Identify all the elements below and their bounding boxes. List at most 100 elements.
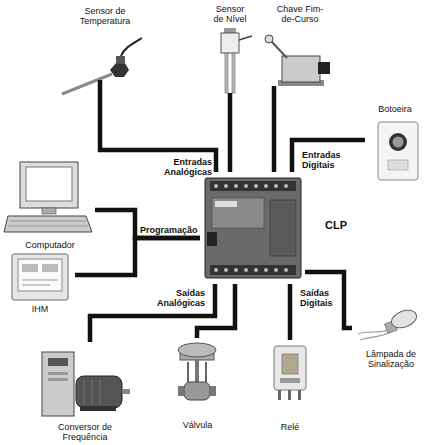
plc-terminal-strip <box>210 181 296 191</box>
plc-screw <box>244 184 248 188</box>
device-caption: Computador <box>5 240 95 250</box>
valve-node: Válvula <box>170 338 225 430</box>
keyboard-row <box>8 226 88 227</box>
relay-icon <box>274 346 306 400</box>
hmi-panel <box>12 254 68 300</box>
signal-wire <box>228 104 233 172</box>
signal-group-label: Saídas Digitais <box>300 288 340 308</box>
lamp-bulb <box>389 307 419 331</box>
plc-front-panel <box>212 198 264 228</box>
plc-screw <box>264 184 268 188</box>
button-panel <box>378 122 418 180</box>
device-caption: Relé <box>265 422 315 432</box>
relay-case <box>274 346 306 390</box>
plc-screw <box>214 184 218 188</box>
plc-screw <box>224 268 228 272</box>
plc-screw <box>264 268 268 272</box>
relay-pin <box>278 390 281 400</box>
plc-screw <box>274 268 278 272</box>
device-caption: Válvula <box>170 420 225 430</box>
plc-screw <box>214 268 218 272</box>
device-caption: Botoeira <box>365 104 425 114</box>
switch-body <box>282 56 320 82</box>
device-caption: IHM <box>15 304 65 314</box>
motor-fin <box>100 380 101 404</box>
drive-node: Conversor de Frequência <box>35 342 135 442</box>
monitor-frame <box>20 162 78 208</box>
computer-icon <box>4 162 92 232</box>
sensor-cable <box>239 36 252 40</box>
hmi-icon <box>12 254 68 300</box>
valve-yoke <box>188 362 206 382</box>
plc-heading: CLP <box>325 219 347 231</box>
button-plate <box>388 160 408 170</box>
sensor-body <box>221 33 239 53</box>
drive-vent <box>48 378 68 381</box>
signal-group-label: Programação <box>140 225 198 235</box>
plc-screw <box>254 184 258 188</box>
button-node: Botoeira <box>365 104 425 184</box>
sensor-node: Sensor de Nível <box>205 4 255 104</box>
level-sensor-icon <box>221 28 252 104</box>
motor-fin <box>92 380 93 404</box>
motor-fin <box>84 380 85 404</box>
lamp-lead <box>360 332 390 340</box>
valve-flange <box>210 386 216 396</box>
signal-lamp-icon <box>358 307 419 340</box>
button-cap <box>393 137 404 148</box>
valve-icon <box>178 343 216 400</box>
device-caption: Sensor de Temperatura <box>78 6 133 26</box>
signal-wire <box>292 140 365 172</box>
sensor-prong <box>232 53 235 93</box>
signal-wire <box>75 238 200 275</box>
monitor-screen <box>26 167 72 201</box>
plc-screw <box>234 268 238 272</box>
relay-pin <box>288 390 291 400</box>
monitor-stand <box>42 208 56 214</box>
plc-icon <box>205 178 301 278</box>
valve-stem <box>195 360 199 382</box>
relay-pin <box>298 390 301 400</box>
computer-node: Computador <box>5 158 95 250</box>
plc-body <box>205 178 301 278</box>
valve-diaphragm <box>178 343 216 357</box>
frequency-converter-icon <box>42 352 130 416</box>
hmi-widget <box>22 285 50 286</box>
drive-display <box>48 358 68 366</box>
sensor-cable <box>121 38 142 56</box>
relay-coil <box>282 354 298 374</box>
device-caption: Sensor de Nível <box>211 4 249 24</box>
plc-screw <box>284 268 288 272</box>
hmi-node: IHM <box>5 252 75 314</box>
sensor-node: Sensor de Temperatura <box>55 6 155 96</box>
valve-body <box>184 382 210 400</box>
temperature-sensor-icon <box>62 38 142 96</box>
lamp-node: Lâmpada de Sinalização <box>352 305 430 369</box>
plc-screw <box>284 184 288 188</box>
wire-stub <box>228 93 233 104</box>
push-button-icon <box>378 122 418 180</box>
relay-node: Relé <box>265 340 315 432</box>
drive-vent <box>48 372 68 375</box>
sensor-head <box>110 63 129 77</box>
switch-connector <box>318 62 330 74</box>
plc-port <box>207 232 217 246</box>
plc-terminal-strip <box>210 265 296 275</box>
plc-logo-plate <box>215 201 237 207</box>
wire-stub <box>272 86 277 96</box>
hmi-screen <box>18 259 62 291</box>
device-caption: Conversor de Frequência <box>56 422 114 442</box>
sensor-prong <box>225 53 228 93</box>
signal-group-label: Saídas Analógicas <box>150 288 205 308</box>
signal-wire <box>288 284 293 340</box>
button-ring <box>389 133 407 151</box>
sensor-probe <box>62 74 112 94</box>
signal-group-label: Entradas Analógicas <box>157 157 212 177</box>
device-caption: Chave Fim-de-Curso <box>271 4 329 24</box>
device-caption: Lâmpada de Sinalização <box>364 349 419 369</box>
plc-screw <box>254 268 258 272</box>
hmi-widget <box>42 264 58 272</box>
